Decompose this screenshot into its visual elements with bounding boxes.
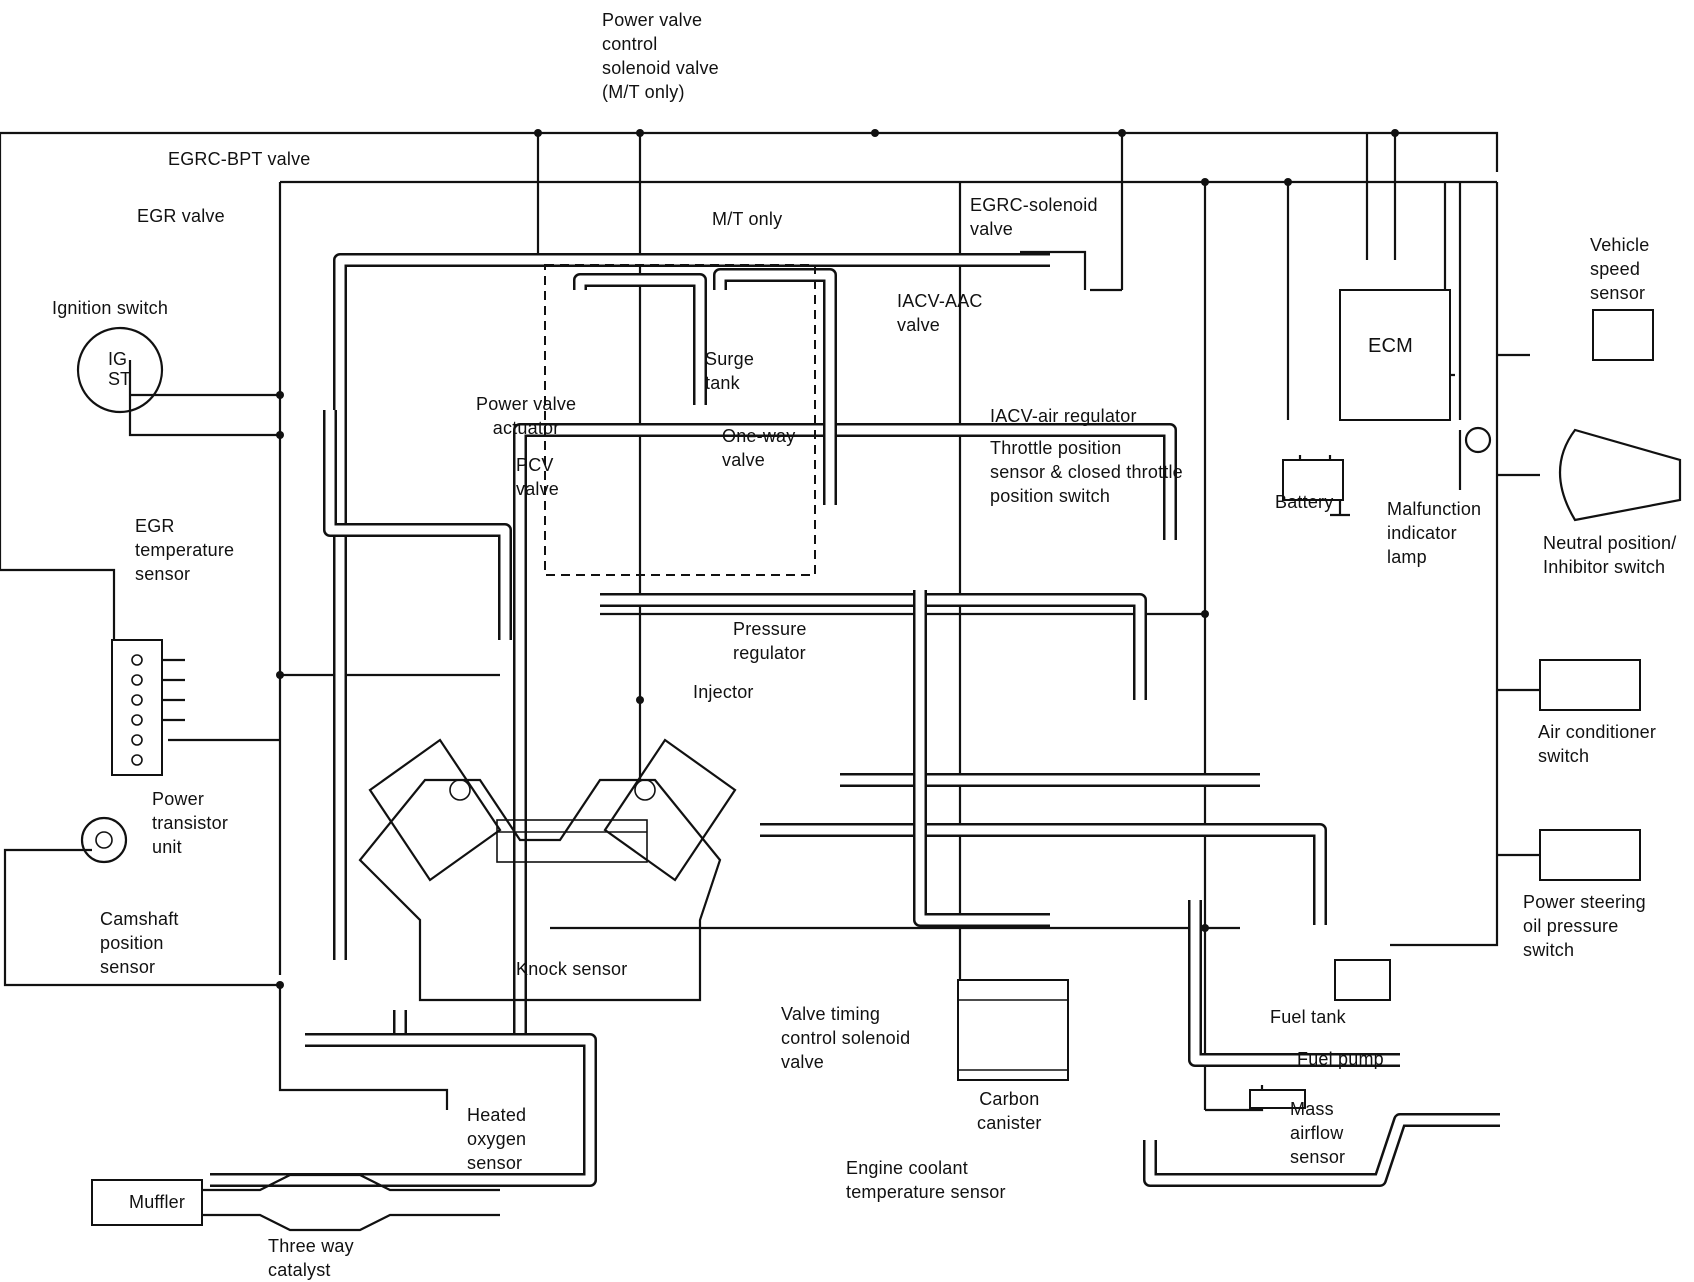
label-neutral-position-switch: Neutral position/ Inhibitor switch	[1543, 533, 1677, 577]
label-throttle-position-sensor: Throttle position sensor & closed thrott…	[990, 438, 1183, 506]
label-iacv-aac-valve: IACV-AAC valve	[897, 291, 983, 335]
label-egr-valve: EGR valve	[137, 206, 225, 226]
ignition-switch-symbol: IG ST	[76, 326, 164, 414]
label-power-steering-switch: Power steering oil pressure switch	[1523, 892, 1646, 960]
malfunction-lamp-symbol	[1458, 426, 1492, 490]
wire-junctions	[276, 129, 1399, 989]
label-egr-temperature-sensor: EGR temperature sensor	[135, 516, 235, 584]
label-camshaft-position-sensor: Camshaft position sensor	[100, 909, 179, 977]
label-valve-timing-solenoid: Valve timing control solenoid valve	[781, 1004, 911, 1072]
label-muffler: Muffler	[129, 1192, 186, 1212]
power-transistor-symbol	[111, 639, 185, 776]
label-malfunction-indicator-lamp: Malfunction indicator lamp	[1387, 499, 1482, 567]
label-fuel-pump: Fuel pump	[1297, 1049, 1384, 1069]
battery-symbol	[1282, 455, 1350, 517]
label-battery: Battery	[1275, 492, 1334, 512]
mass-airflow-box	[1249, 1089, 1306, 1109]
label-pcv-valve: PCV valve	[516, 455, 560, 499]
svg-text:IG: IG	[108, 349, 127, 369]
label-engine-coolant-sensor: Engine coolant temperature sensor	[846, 1158, 1006, 1202]
label-ignition-switch: Ignition switch	[52, 298, 169, 318]
label-mt-only: M/T only	[712, 209, 783, 229]
label-iacv-air-regulator: IACV-air regulator	[990, 406, 1137, 426]
label-surge-tank: Surge tank	[705, 349, 755, 393]
carbon-canister-symbol	[957, 979, 1069, 1081]
air-ducts	[210, 253, 1500, 1187]
label-fuel-tank: Fuel tank	[1270, 1007, 1346, 1027]
fuel-pump-symbol	[1334, 959, 1391, 1001]
mt-only-enclosure	[544, 264, 816, 576]
label-mass-airflow-sensor: Mass airflow sensor	[1290, 1099, 1346, 1167]
label-vehicle-speed-sensor: Vehicle speed sensor	[1590, 235, 1650, 303]
label-three-way-catalyst: Three way catalyst	[268, 1236, 354, 1280]
label-air-conditioner-switch: Air conditioner switch	[1538, 722, 1657, 766]
ecm-box	[1339, 289, 1451, 421]
label-one-way-valve: One-way valve	[722, 426, 796, 470]
label-egrc-bpt-valve: EGRC-BPT valve	[168, 149, 311, 169]
engine-block	[358, 738, 737, 1002]
label-pressure-regulator: Pressure regulator	[733, 619, 807, 663]
label-power-transistor-unit: Power transistor unit	[152, 789, 229, 857]
label-egrc-solenoid-valve: EGRC-solenoid valve	[970, 195, 1098, 239]
label-power-valve-control-solenoid: Power valve control solenoid valve (M/T …	[602, 10, 719, 102]
label-injector: Injector	[693, 682, 754, 702]
exhaust-system	[91, 1173, 500, 1232]
wiring-harness	[0, 131, 1540, 1112]
right-side-switches	[1539, 309, 1682, 881]
svg-text:ST: ST	[108, 369, 131, 389]
label-power-valve-actuator: Power valve actuator	[476, 394, 577, 438]
label-heated-oxygen-sensor: Heated oxygen sensor	[467, 1105, 527, 1173]
label-carbon-canister: Carbon canister	[977, 1089, 1042, 1133]
label-knock-sensor: Knock sensor	[516, 959, 628, 979]
camshaft-sensor-symbol	[80, 816, 128, 864]
label-ecm: ECM	[1368, 335, 1414, 357]
